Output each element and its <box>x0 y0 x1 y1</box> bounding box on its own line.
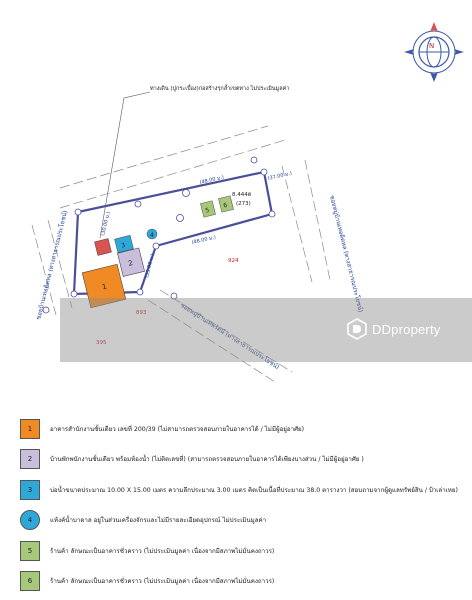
legend-text-4: แท้งค์น้ำบาดาล อยู่ในส่วนเครื่องจักรและไ… <box>50 517 267 524</box>
small-building <box>94 238 112 256</box>
dim-top-label: (48.00 ม.) <box>199 175 224 186</box>
legend-item-1: 1 อาคารสำนักงานชั้นเดียว เลขที่ 200/39 (… <box>20 419 304 439</box>
legend-num-5: 5 <box>27 547 33 555</box>
watermark-text: DDproperty <box>372 322 441 337</box>
roads <box>31 125 331 383</box>
legend-text-2: บ้านพักพนักงานชั้นเดียว พร้อมห้องน้ำ (ไม… <box>50 456 364 463</box>
legend-item-4: 4 แท้งค์น้ำบาดาล อยู่ในส่วนเครื่องจักรแล… <box>20 510 266 530</box>
area-sub-text: (273) <box>236 201 251 207</box>
legend-text-1: อาคารสำนักงานชั้นเดียว เลขที่ 200/39 (ไม… <box>50 426 305 433</box>
legend-item-5: 5 ร้านค้า ลักษณะเป็นอาคารชั่วคราว (ไม่ปร… <box>20 541 274 561</box>
watermark-band <box>60 298 472 362</box>
compass-icon: N <box>404 22 464 82</box>
building-2: 2 <box>117 247 145 277</box>
parcel-label-395: 395 <box>96 340 107 346</box>
well-4: 4 <box>146 228 158 240</box>
shed-5: 5 <box>200 200 216 218</box>
legend-item-6: 6 ร้านค้า ลักษณะเป็นอาคารชั่วคราว (ไม่ปร… <box>20 571 274 591</box>
legend-item-2: 2 บ้านพักพนักงานชั้นเดียว พร้อมห้องน้ำ (… <box>20 449 364 469</box>
legend-item-3: 3 บ่อน้ำขนาดประมาณ 10.00 X 15.00 เมตร คว… <box>20 480 458 500</box>
legend-swatch-3: 3 <box>20 480 40 500</box>
legend-swatch-5: 5 <box>20 541 40 561</box>
ddproperty-logo-icon <box>347 318 367 340</box>
shed-6-number: 6 <box>223 202 229 210</box>
legend-text-5: ร้านค้า ลักษณะเป็นอาคารชั่วคราว (ไม่ประเ… <box>50 548 275 555</box>
legend-text-3: บ่อน้ำขนาดประมาณ 10.00 X 15.00 เมตร ความ… <box>50 487 458 494</box>
callout-text: ทางเดิน (ปูกระเบื้อง)ก่อสร้างรุกล้ำเขตทา… <box>150 84 289 92</box>
pond-3: 3 <box>114 234 134 254</box>
building-1-number: 1 <box>101 282 107 291</box>
legend-swatch-6: 6 <box>20 571 40 591</box>
legend-num-1: 1 <box>27 425 33 433</box>
dim-mid-label: (48.00 ม.) <box>191 235 216 246</box>
dim-b-label: (35.00 ม.) <box>144 253 156 278</box>
legend-swatch-4: 4 <box>20 510 40 530</box>
parcel-label-924: 924 <box>228 258 239 264</box>
legend-num-6: 6 <box>27 577 33 585</box>
dim-right-top-label: (37.00 ม.) <box>267 171 292 182</box>
legend-num-3: 3 <box>27 486 33 494</box>
legend-num-4: 4 <box>27 516 33 524</box>
land-plot-map: N ทางเดิน (ปูกระเบื้อง)ก่อสร้างรุกล้ำเขต… <box>31 22 464 383</box>
legend: 1 อาคารสำนักงานชั้นเดียว เลขที่ 200/39 (… <box>0 410 472 600</box>
dim-left-label: (30.00 ม.) <box>100 211 112 236</box>
parcel-label-893: 893 <box>136 310 147 316</box>
well-4-number: 4 <box>150 232 154 239</box>
callout-leader-line <box>99 91 151 239</box>
legend-num-2: 2 <box>27 455 33 463</box>
road-right-label: ซอยหมู่บ้านเทอดิดหล (ทางสาธารณประโยชน์) <box>328 195 365 314</box>
shed-6: 6 <box>218 195 234 213</box>
area-text: 8.444ต <box>232 192 252 198</box>
compass-label: N <box>429 42 434 50</box>
legend-swatch-1: 1 <box>20 419 40 439</box>
legend-swatch-2: 2 <box>20 449 40 469</box>
building-1: 1 <box>81 263 127 309</box>
legend-text-6: ร้านค้า ลักษณะเป็นอาคารชั่วคราว (ไม่ประเ… <box>50 578 275 585</box>
pond-3-number: 3 <box>121 242 127 250</box>
shed-5-number: 5 <box>205 207 211 215</box>
boundary-markers <box>42 156 276 314</box>
building-2-number: 2 <box>127 259 133 268</box>
